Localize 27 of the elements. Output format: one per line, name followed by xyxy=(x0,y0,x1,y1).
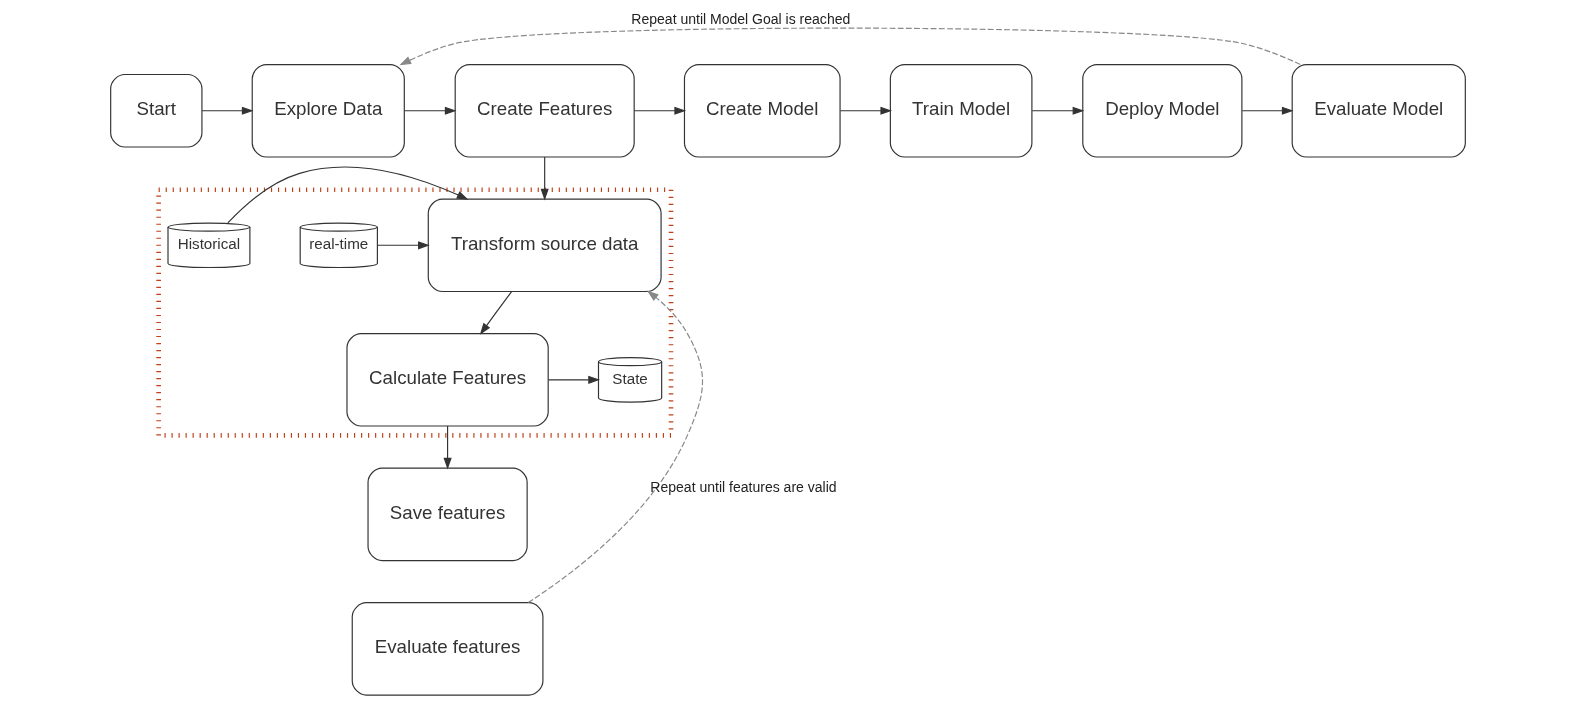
arrow xyxy=(1241,106,1294,115)
node-box: Deploy Model xyxy=(1082,63,1243,158)
arrow xyxy=(201,106,254,115)
arrow xyxy=(227,166,469,224)
node-box: Evaluate Model xyxy=(1291,63,1466,158)
arrow xyxy=(540,156,549,201)
arrow xyxy=(479,291,513,335)
arrow xyxy=(839,106,893,115)
arrow xyxy=(527,290,704,604)
arrow xyxy=(399,27,1301,66)
arrow xyxy=(633,106,687,115)
node-box: Train Model xyxy=(889,63,1033,158)
arrow xyxy=(377,241,430,250)
node-box: Save features xyxy=(367,467,528,562)
arrow xyxy=(403,106,457,115)
arrow xyxy=(443,425,452,470)
arrow xyxy=(547,375,600,384)
node-box: Calculate Features xyxy=(346,333,549,427)
node-box: Start xyxy=(110,73,203,148)
edge-label: Repeat until Model Goal is reached xyxy=(631,11,851,28)
node-box: Evaluate features xyxy=(351,602,544,696)
node-box: Explore Data xyxy=(251,63,405,158)
node-box: Create Features xyxy=(454,63,635,158)
node-box: Create Model xyxy=(683,63,841,158)
arrow xyxy=(1031,106,1085,115)
edge-label: Repeat until features are valid xyxy=(650,479,837,496)
node-box: Transform source data xyxy=(427,198,662,293)
